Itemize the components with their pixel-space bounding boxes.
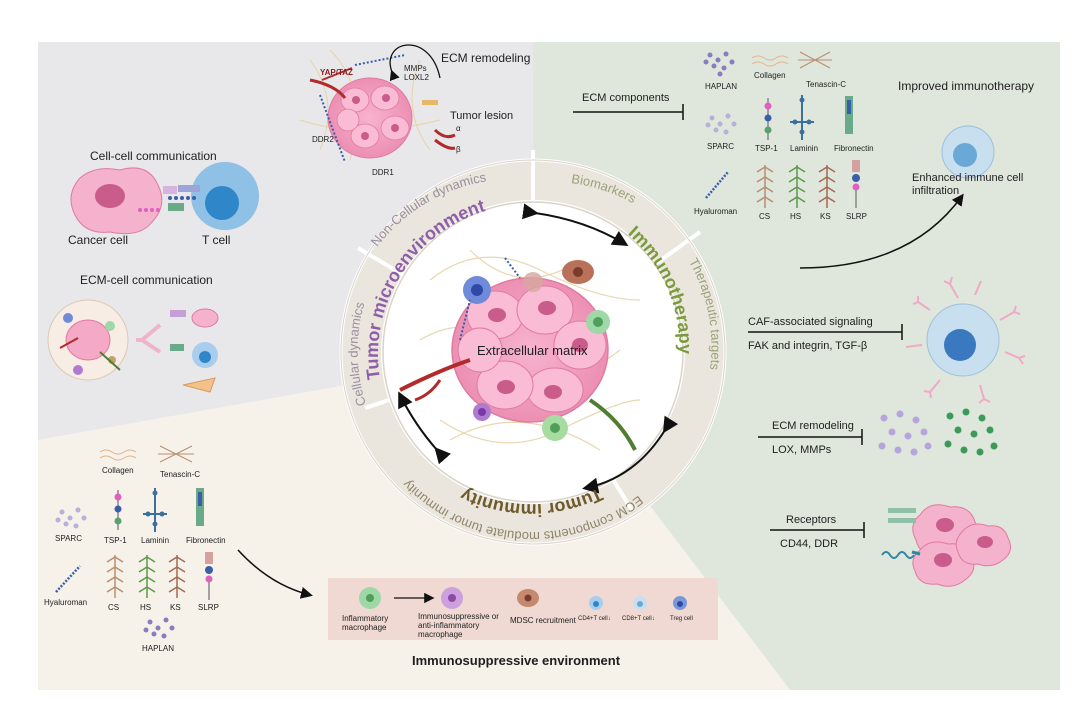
label-tumor-lesion: Tumor lesion bbox=[450, 110, 514, 122]
label-cs-tr: CS bbox=[759, 212, 771, 221]
label-cell-cell: Cell-cell communication bbox=[90, 149, 217, 163]
label-alpha: α bbox=[456, 124, 461, 133]
label-t-cell: T cell bbox=[202, 233, 231, 247]
label-mmps: MMPs bbox=[404, 64, 427, 73]
label-hyaluroman-tr: Hyaluroman bbox=[694, 207, 738, 216]
label-cd8: CD8+T cell↓ bbox=[622, 616, 655, 622]
label-cs-bl: CS bbox=[108, 603, 120, 612]
arrow-to-env bbox=[237, 549, 313, 599]
label-tsp1-tr: TSP-1 bbox=[755, 144, 778, 153]
label-slrp-bl: SLRP bbox=[198, 603, 219, 612]
label-hyaluroman-bl: Hyaluroman bbox=[44, 598, 88, 607]
label-ddr1: DDR1 bbox=[372, 168, 394, 177]
label-inflammatory-macrophage: Inflammatory macrophage bbox=[342, 614, 389, 633]
label-sparc-tr: SPARC bbox=[707, 142, 734, 151]
label-tenascin-bl: Tenascin-C bbox=[160, 470, 201, 479]
label-caf-signal: CAF-associated signaling bbox=[748, 316, 873, 328]
receptor-cells bbox=[881, 504, 1012, 587]
label-yap-taz: YAP/TAZ bbox=[320, 68, 353, 77]
label-ecm-remodeling-top: ECM remodeling bbox=[441, 51, 531, 65]
inhibit-receptors bbox=[770, 522, 865, 538]
label-cancer-cell: Cancer cell bbox=[68, 233, 129, 247]
immunosuppressive-box bbox=[328, 578, 718, 640]
label-treg: Treg cell bbox=[670, 616, 693, 622]
label-slrp-tr: SLRP bbox=[846, 212, 867, 221]
arrow-to-enhanced bbox=[799, 193, 964, 269]
center-illustration bbox=[399, 249, 641, 451]
label-receptors: Receptors bbox=[786, 514, 837, 526]
label-mdsc: MDSC recruitment bbox=[510, 616, 576, 625]
inhibit-caf-signaling bbox=[748, 324, 903, 340]
label-immunosuppressive-macrophage: Immunosuppressive or anti-inflammatory m… bbox=[418, 612, 499, 640]
label-immunosuppressive-env: Immunosuppressive environment bbox=[412, 653, 621, 668]
label-ks-tr: KS bbox=[820, 212, 831, 221]
label-fibronectin-bl: Fibronectin bbox=[186, 536, 226, 545]
label-beta: β bbox=[456, 145, 461, 154]
label-laminin-tr: Laminin bbox=[790, 144, 819, 153]
tumor-lesion-illustration bbox=[299, 44, 456, 163]
label-tenascin-tr: Tenascin-C bbox=[806, 80, 847, 89]
label-hs-tr: HS bbox=[790, 212, 802, 221]
label-ecm-cell: ECM-cell communication bbox=[80, 273, 213, 287]
dendritic-cell bbox=[905, 276, 1026, 404]
cell-cell-illustration bbox=[70, 162, 259, 235]
label-ks-bl: KS bbox=[170, 603, 181, 612]
enhanced-immune-cell bbox=[941, 125, 995, 179]
ecm-icons-top-right bbox=[703, 51, 860, 208]
label-improved-immunotherapy: Improved immunotherapy bbox=[898, 79, 1035, 93]
label-ecm-remodeling-right: ECM remodeling bbox=[772, 420, 854, 432]
label-haplan-tr: HAPLAN bbox=[705, 82, 738, 91]
inner-ring-border bbox=[382, 201, 684, 503]
remodeling-dots bbox=[878, 408, 998, 456]
label-haplan-bl: HAPLAN bbox=[142, 644, 175, 653]
label-hs-bl: HS bbox=[140, 603, 152, 612]
ecm-icons-bottom-left bbox=[55, 445, 213, 639]
label-collagen-tr: Collagen bbox=[754, 71, 786, 80]
ecm-cell-illustration bbox=[47, 299, 219, 393]
label-fibronectin-tr: Fibronectin bbox=[834, 144, 874, 153]
outer-ring-border bbox=[340, 159, 726, 545]
inhibit-ecm-remodeling bbox=[758, 429, 863, 445]
label-lox: LOX, MMPs bbox=[772, 444, 832, 456]
box-cells bbox=[359, 587, 687, 610]
label-loxl2: LOXL2 bbox=[404, 73, 429, 82]
label-enhanced: Enhanced immune cell infiltration bbox=[912, 172, 1024, 197]
label-ddr2: DDR2 bbox=[312, 135, 334, 144]
label-collagen-bl: Collagen bbox=[102, 466, 134, 475]
inhibit-ecm-components bbox=[573, 104, 684, 120]
label-cd4: CD4+T cell↓ bbox=[578, 616, 611, 622]
label-ecm-components: ECM components bbox=[582, 92, 670, 104]
label-sparc-bl: SPARC bbox=[55, 534, 82, 543]
label-tsp1-bl: TSP-1 bbox=[104, 536, 127, 545]
label-laminin-bl: Laminin bbox=[141, 536, 170, 545]
label-cd44: CD44, DDR bbox=[780, 538, 839, 550]
center-title: Extracellular matrix bbox=[477, 343, 588, 358]
ring-arrows bbox=[398, 203, 679, 494]
label-fak: FAK and integrin, TGF-β bbox=[748, 340, 868, 352]
